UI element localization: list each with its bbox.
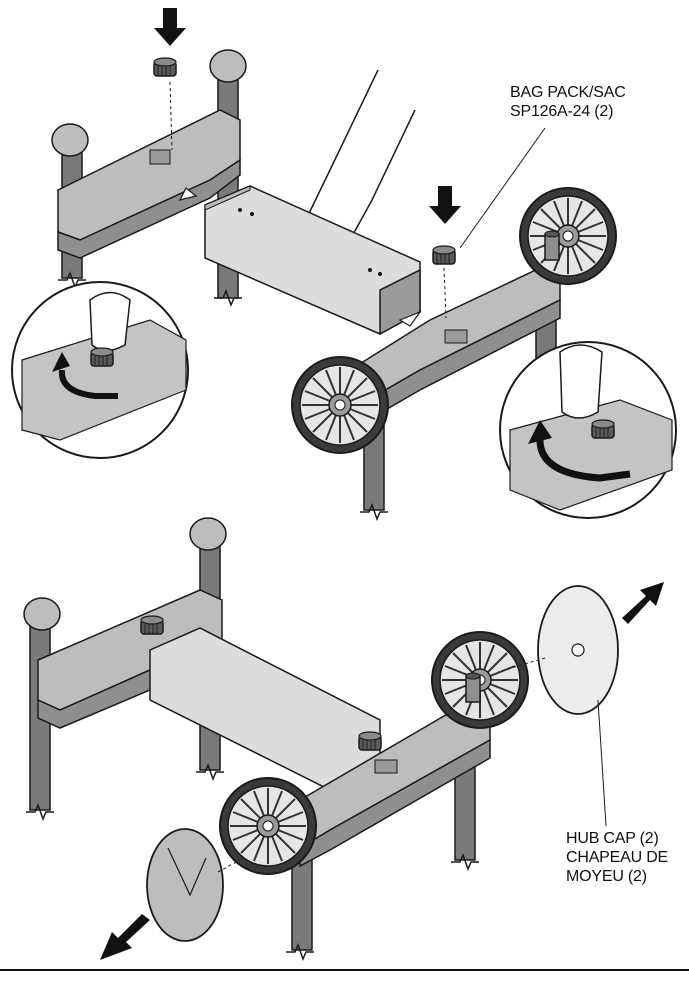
rotation-arrow-icon [536, 439, 631, 482]
hub-cap-label-line1: HUB CAP (2) [566, 830, 659, 847]
insert-arrow-icon [398, 310, 422, 327]
bag-pack-label-line1: BAG PACK/SAC [510, 84, 626, 101]
bottom-assembly [23, 517, 664, 960]
hub-cap-left [100, 828, 241, 960]
wheel-frame [291, 187, 617, 520]
wheel-icon [219, 777, 317, 875]
diagonal-arrow-icon [100, 914, 150, 960]
wheel-icon [291, 356, 389, 454]
hub-cap-label-line2: CHAPEAU DE [566, 849, 669, 866]
hub-cap-label-line3: MOYEU (2) [566, 868, 647, 885]
rotation-arrow-icon [58, 369, 118, 399]
down-arrow-icon [154, 8, 186, 46]
detail-circle-right [499, 341, 677, 519]
knob-icon [153, 57, 177, 77]
bag-pack-leader-line [459, 127, 546, 249]
bag-pack-label-line2: SP126A-24 (2) [510, 103, 614, 120]
top-assembly [11, 8, 677, 520]
insert-arrow-icon [178, 187, 198, 201]
hub-cap-right [497, 582, 664, 827]
hub-cap-label: HUB CAP (2) CHAPEAU DE MOYEU (2) [566, 829, 668, 886]
down-arrow-icon [429, 186, 461, 224]
diagonal-arrow-icon [622, 582, 664, 624]
bag-pack-label: BAG PACK/SAC SP126A-24 (2) [510, 83, 626, 121]
left-handle-frame [51, 49, 247, 306]
bottom-divider [0, 969, 689, 971]
hub-cap-leader-line [597, 699, 607, 827]
detail-circle-left [11, 281, 189, 459]
wheel-icon [519, 187, 617, 285]
square-tube [204, 185, 421, 336]
knob-icon [432, 245, 456, 265]
